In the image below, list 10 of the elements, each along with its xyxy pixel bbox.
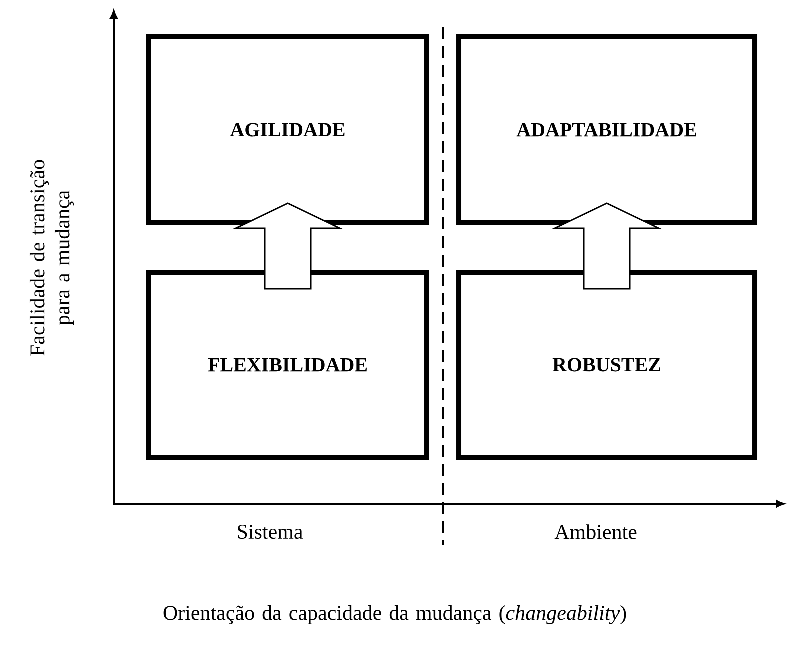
quadrant-box: AGILIDADE [146,34,430,226]
axis-title: Orientação da capacidade da mudança (changeability) [164,605,626,625]
category-label: Sistema [238,524,303,540]
quadrant-box: ROBUSTEZ [456,270,758,460]
quadrant-box: FLEXIBILIDADE [146,270,430,460]
block-arrow [552,202,662,290]
category-label: Ambiente [554,524,637,540]
block-arrow [232,202,344,290]
axis-title: Facilidade de transição para a mudança [30,160,74,356]
quadrant-box: ADAPTABILIDADE [456,34,758,226]
